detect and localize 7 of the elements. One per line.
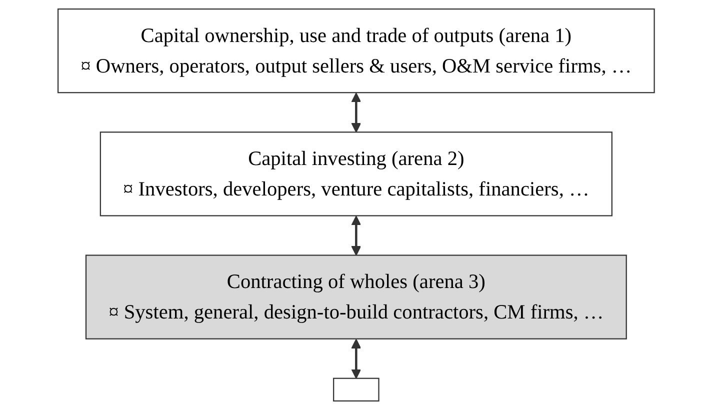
node-box: Contracting of wholes (arena 3) ¤ System, general, design-to-build contractors, CM firms, … bbox=[86, 254, 628, 340]
arrow bbox=[352, 338, 362, 379]
arrow bbox=[352, 92, 362, 133]
arrow bbox=[352, 216, 362, 256]
node-box bbox=[333, 378, 380, 402]
node-box: Capital ownership, use and trade of outputs (arena 1) ¤ Owners, operators, output sellers & users, O&M service firms, … bbox=[58, 8, 656, 94]
node-box: Capital investing (arena 2) ¤ Investors, developers, venture capitalists, financiers, … bbox=[100, 132, 613, 216]
